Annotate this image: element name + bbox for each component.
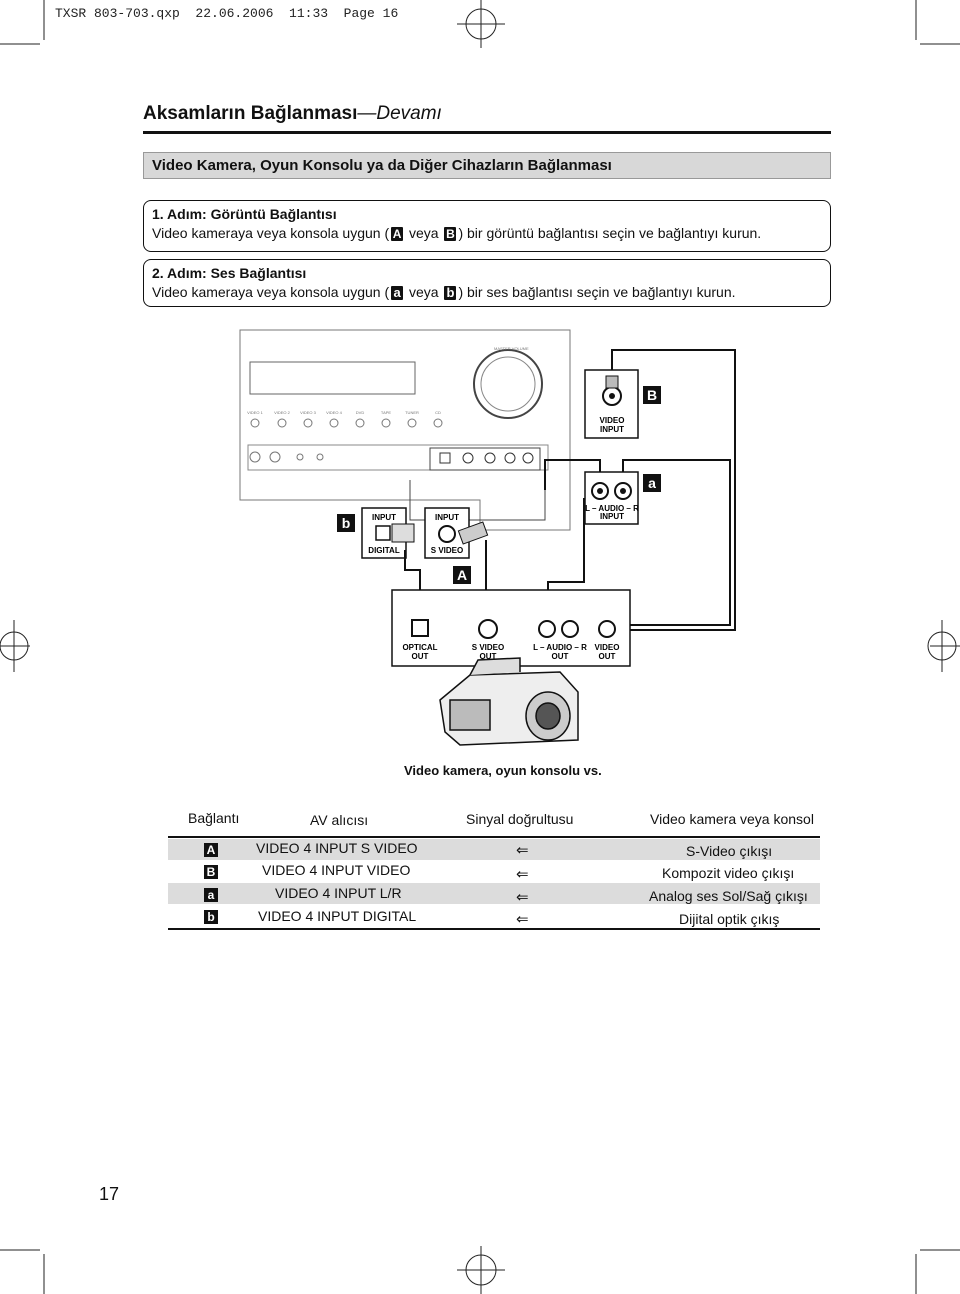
- svg-text:OPTICAL: OPTICAL: [402, 643, 437, 652]
- row-arrow: ⇐: [516, 842, 529, 859]
- receiver-button-label: DVD: [356, 410, 365, 415]
- row-arrow: ⇐: [516, 889, 529, 906]
- badge-a: [643, 474, 661, 492]
- connection-diagram: MASTER VOLUME VIDEO 1 VIDEO 2 VIDEO 3 VIDEO…: [239, 329, 736, 746]
- receiver-button-label: TUNER: [405, 410, 419, 415]
- step2-badge-b: b: [444, 286, 457, 300]
- table-header-direction: Sinyal doğrultusu: [466, 811, 574, 827]
- receiver-button-label: VIDEO 2: [274, 410, 291, 415]
- row-device: Kompozit video çıkışı: [662, 865, 795, 881]
- table-row-shade-1: [168, 839, 820, 860]
- svideo-input-jack: INPUT S VIDEO: [424, 507, 489, 559]
- svg-text:INPUT: INPUT: [372, 513, 396, 522]
- camcorder: [439, 657, 579, 746]
- print-header: TXSR 803-703.qxp 22.06.2006 11:33 Page 1…: [55, 6, 399, 21]
- step2-box: 2. Adım: Ses Bağlantısı Video kameraya v…: [143, 259, 831, 307]
- title-rule: [143, 131, 831, 134]
- receiver-button-label: TAPE: [381, 410, 391, 415]
- video-input-label2: INPUT: [600, 425, 624, 434]
- row-device: Dijital optik çıkış: [679, 911, 780, 927]
- svg-text:OUT: OUT: [599, 652, 616, 661]
- row-badge: a: [204, 888, 218, 902]
- video-input-label1: VIDEO: [600, 416, 625, 425]
- step1-badge-a: A: [391, 227, 404, 241]
- step2-badge-a: a: [391, 286, 404, 300]
- svg-text:OUT: OUT: [552, 652, 569, 661]
- table-header-device: Video kamera veya konsol: [650, 811, 814, 827]
- badge-b-label: b: [342, 515, 351, 531]
- table-row-shade-3: [168, 883, 820, 904]
- table-header-connection: Bağlantı: [188, 810, 240, 826]
- row-device: S-Video çıkışı: [686, 843, 773, 859]
- video-input-jack: VIDEO INPUT: [584, 369, 639, 439]
- step2-title: 2. Adım: Ses Bağlantısı: [152, 265, 307, 281]
- svg-text:DIGITAL: DIGITAL: [368, 546, 400, 555]
- row-badge: A: [204, 843, 218, 857]
- step2-text: Video kameraya veya konsola uygun (a vey…: [152, 284, 736, 300]
- audio-input-label2: INPUT: [600, 512, 624, 521]
- badge-a-label: a: [648, 475, 656, 491]
- badge-B: [643, 386, 661, 404]
- receiver-button-label: CD: [435, 410, 441, 415]
- badge-A: [453, 566, 471, 584]
- section-title: Aksamların Bağlanması—Devamı: [143, 103, 442, 125]
- badge-B-label: B: [647, 387, 657, 403]
- row-device: Analog ses Sol/Sağ çıkışı: [649, 888, 808, 904]
- svg-text:OUT: OUT: [412, 652, 429, 661]
- receiver-button-label: VIDEO 1: [247, 410, 264, 415]
- svg-text:OUT: OUT: [480, 652, 497, 661]
- step1-badge-b: B: [444, 227, 457, 241]
- table-header-receiver: AV alıcısı: [310, 812, 369, 828]
- row-receiver: VIDEO 4 INPUT DIGITAL: [258, 908, 417, 924]
- subsection-title: Video Kamera, Oyun Konsolu ya da Diğer C…: [152, 157, 612, 174]
- receiver-button-label: VIDEO 4: [326, 410, 343, 415]
- table-bottom-rule: [168, 928, 820, 930]
- svg-text:L – AUDIO – R: L – AUDIO – R: [533, 643, 587, 652]
- audio-input-label1: L – AUDIO – R: [585, 504, 639, 513]
- subsection-bar: Video Kamera, Oyun Konsolu ya da Diğer C…: [143, 152, 831, 179]
- svg-text:S VIDEO: S VIDEO: [431, 546, 463, 555]
- svg-text:INPUT: INPUT: [435, 513, 459, 522]
- section-title-main: Aksamların Bağlanması: [143, 103, 358, 124]
- table-top-rule: [168, 836, 820, 838]
- step1-box: 1. Adım: Görüntü Bağlantısı Video kamera…: [143, 200, 831, 252]
- row-receiver: VIDEO 4 INPUT L/R: [275, 885, 402, 901]
- section-title-suffix: —Devamı: [357, 103, 442, 124]
- row-arrow: ⇐: [516, 866, 529, 883]
- svg-text:S VIDEO: S VIDEO: [472, 643, 504, 652]
- master-volume-label: MASTER VOLUME: [494, 346, 529, 351]
- row-receiver: VIDEO 4 INPUT S VIDEO: [256, 840, 418, 856]
- badge-b: [337, 514, 355, 532]
- step1-title: 1. Adım: Görüntü Bağlantısı: [152, 206, 337, 222]
- badge-A-label: A: [457, 567, 467, 583]
- diagram-caption: Video kamera, oyun konsolu vs.: [404, 763, 602, 778]
- page-number: 17: [99, 1184, 120, 1204]
- receiver-button-label: VIDEO 3: [300, 410, 317, 415]
- digital-input-jack: INPUT DIGITAL: [361, 507, 415, 559]
- step1-text: Video kameraya veya konsola uygun (A vey…: [152, 225, 762, 241]
- av-receiver: MASTER VOLUME VIDEO 1 VIDEO 2 VIDEO 3 VIDEO…: [239, 329, 571, 531]
- row-receiver: VIDEO 4 INPUT VIDEO: [262, 862, 411, 878]
- row-badge: b: [204, 910, 218, 924]
- device-output-panel: OPTICAL OUT S VIDEO OUT L – AUDIO – R OU…: [391, 589, 631, 667]
- row-badge: B: [204, 865, 218, 879]
- svg-text:VIDEO: VIDEO: [595, 643, 620, 652]
- row-arrow: ⇐: [516, 911, 529, 928]
- audio-input-jacks: L – AUDIO – R INPUT: [584, 471, 639, 525]
